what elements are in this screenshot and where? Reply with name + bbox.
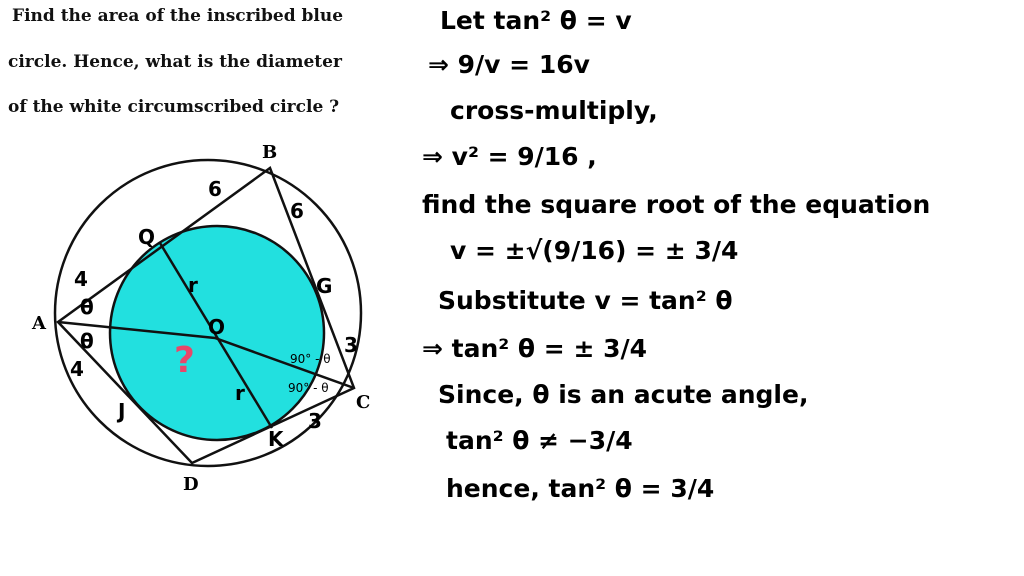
inscribed-circle bbox=[108, 224, 326, 442]
label-angle1: 90° - θ bbox=[290, 352, 331, 366]
solution-line: ⇒ v² = 9/16 , bbox=[422, 142, 597, 171]
point-b: B bbox=[262, 142, 277, 163]
label-theta2: θ bbox=[80, 329, 94, 353]
question-line: circle. Hence, what is the diameter bbox=[8, 52, 342, 72]
solution-line: Since, θ is an acute angle, bbox=[438, 380, 809, 409]
solution-line: v = ±√(9/16) = ± 3/4 bbox=[450, 236, 739, 265]
solution-line: Let tan² θ = v bbox=[440, 6, 632, 35]
point-o: O bbox=[208, 315, 225, 339]
solution-line: tan² θ ≠ −3/4 bbox=[446, 426, 633, 455]
solution-line: Substitute v = tan² θ bbox=[438, 286, 733, 315]
label-bg: 6 bbox=[290, 199, 304, 223]
point-c: C bbox=[356, 392, 370, 413]
point-d: D bbox=[183, 474, 199, 495]
solution-line: ⇒ 9/v = 16v bbox=[428, 50, 590, 79]
solution-line: find the square root of the equation bbox=[422, 190, 931, 219]
label-gc: 3 bbox=[344, 333, 358, 357]
label-angle2: 90° - θ bbox=[288, 381, 329, 395]
label-r1: r bbox=[188, 273, 198, 297]
label-ck: 3 bbox=[308, 409, 322, 433]
solution-line: hence, tan² θ = 3/4 bbox=[446, 474, 715, 503]
unknown-mark: ? bbox=[174, 340, 195, 381]
label-r2: r bbox=[235, 381, 245, 405]
point-a: A bbox=[31, 313, 47, 334]
point-j: J bbox=[116, 399, 125, 423]
point-k: K bbox=[268, 427, 285, 451]
point-g: G bbox=[316, 274, 332, 298]
line-ao-oc bbox=[57, 320, 355, 390]
solution-line: cross-multiply, bbox=[450, 96, 658, 125]
point-q: Q bbox=[138, 225, 155, 249]
question-line: of the white circumscribed circle ? bbox=[8, 97, 340, 117]
label-aj: 4 bbox=[70, 357, 84, 381]
label-aq: 4 bbox=[74, 267, 88, 291]
label-theta1: θ bbox=[80, 295, 94, 319]
label-ab: 6 bbox=[208, 177, 222, 201]
solution-line: ⇒ tan² θ = ± 3/4 bbox=[422, 334, 648, 363]
line-qk bbox=[158, 242, 274, 429]
question-line: Find the area of the inscribed blue bbox=[12, 6, 344, 26]
geometry-diagram: B A C D Q G J K ? O 6 6 4 4 3 3 r r θ θ … bbox=[31, 142, 370, 495]
